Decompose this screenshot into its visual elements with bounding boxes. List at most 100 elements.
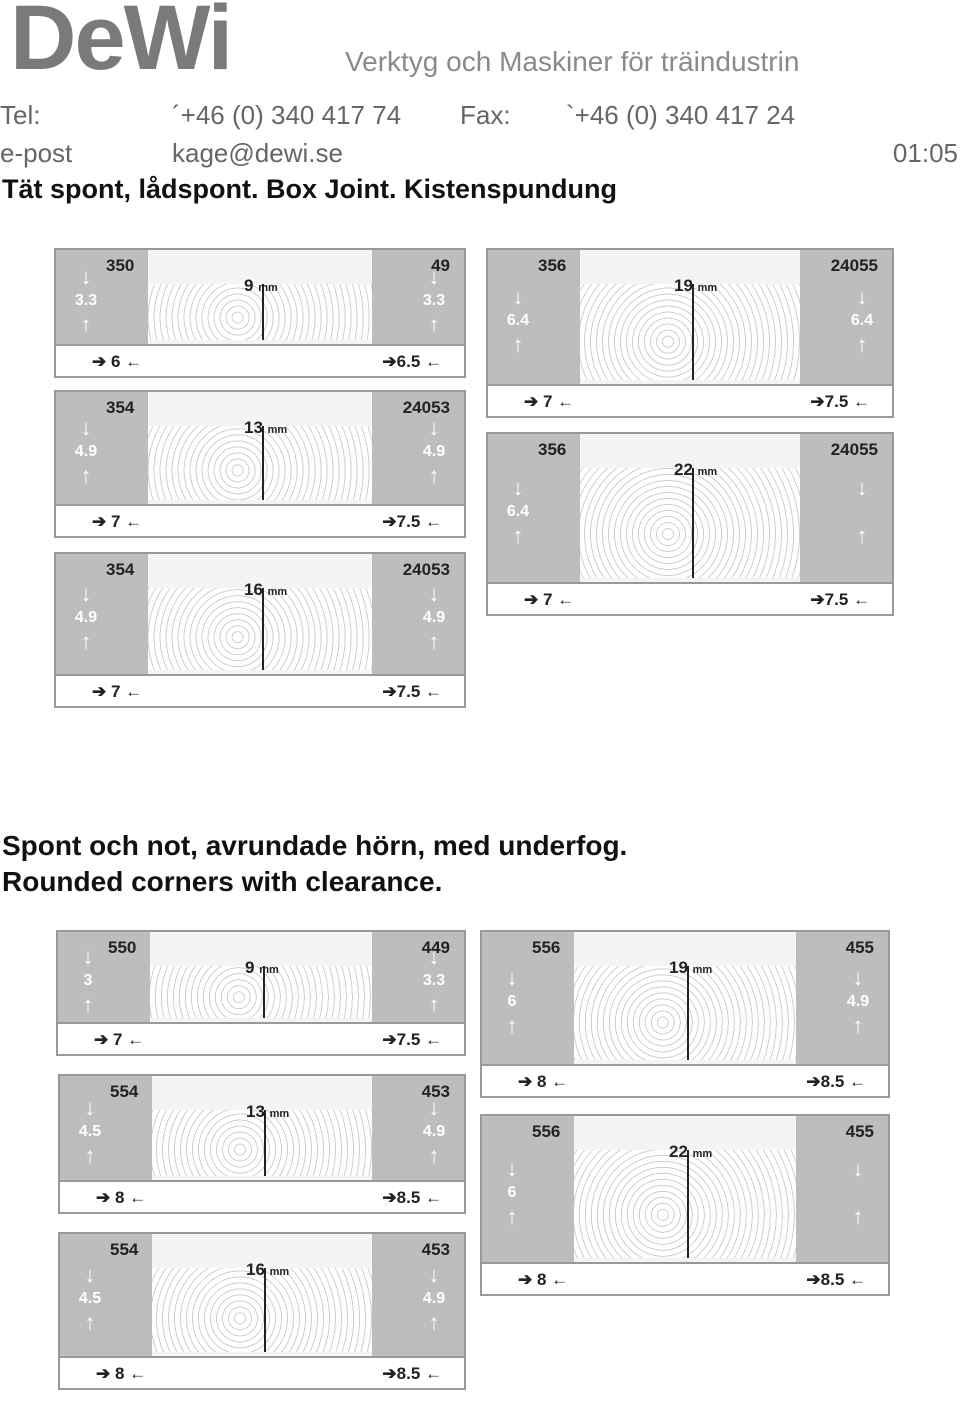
depth-right-label: 4.9 <box>422 443 446 460</box>
section1-title: Tät spont, lådspont. Box Joint. Kistensp… <box>2 174 617 204</box>
unit-label: mm <box>267 586 288 598</box>
tel-label: Tel: <box>0 100 41 130</box>
tool-code-right: 24055 <box>830 440 878 459</box>
depth-right-label: 4.9 <box>422 609 446 626</box>
unit-label: mm <box>259 964 279 976</box>
board-thickness-label: 16 mm <box>246 1260 290 1279</box>
width-right-label: ➔7.5 ← <box>810 392 870 411</box>
tel-value: ´+46 (0) 340 417 74 <box>172 100 402 130</box>
board-thickness-label: 16 mm <box>244 580 288 599</box>
page-code: 01:05 <box>892 138 958 168</box>
arrow-up-icon: ↑ <box>506 1013 518 1038</box>
dimension-bar <box>488 582 892 614</box>
arrow-down-icon: ↓ <box>852 1156 864 1181</box>
dimension-bar <box>482 1262 888 1294</box>
width-right-label: ➔8.5 ← <box>382 1364 442 1383</box>
arrow-down-icon: ↓ <box>512 475 524 500</box>
depth-left-label: 6.4 <box>506 503 530 520</box>
tool-code-right: 24055 <box>830 256 878 275</box>
arrow-up-icon: ↑ <box>428 1143 440 1168</box>
tongue-groove-joint-line <box>687 1150 689 1258</box>
dimension-bar <box>56 344 464 376</box>
wood-grain-board <box>574 1150 796 1258</box>
tool-code-left: 554 <box>110 1082 139 1101</box>
email-link[interactable]: kage@dewi.se <box>172 138 343 168</box>
tool-code-right: 453 <box>421 1082 450 1101</box>
unit-label: mm <box>269 1108 290 1120</box>
width-left-label: ➔ 7 ← <box>94 1030 145 1049</box>
dimension-bar <box>58 1022 464 1054</box>
tongue-groove-joint-line <box>263 966 265 1018</box>
depth-right-label: 3.3 <box>422 972 446 989</box>
depth-right-label: 4.9 <box>422 1290 446 1307</box>
arrow-up-icon: ↑ <box>82 992 94 1017</box>
arrow-up-icon: ↑ <box>428 312 440 337</box>
arrow-down-icon: ↓ <box>428 264 440 289</box>
tool-code-right: 24053 <box>402 398 450 417</box>
unit-label: mm <box>269 1266 290 1278</box>
width-left-label: ➔ 7 ← <box>92 682 143 701</box>
arrow-up-icon: ↑ <box>512 523 524 548</box>
arrow-down-icon: ↓ <box>82 944 94 969</box>
depth-left-label: 3 <box>83 972 93 989</box>
depth-left-label: 6 <box>507 993 517 1010</box>
tongue-groove-joint-line <box>692 284 694 380</box>
width-right-label: ➔8.5 ← <box>806 1072 866 1091</box>
wood-grain-board <box>152 1110 372 1176</box>
arrow-down-icon: ↓ <box>428 1262 440 1287</box>
arrow-down-icon: ↓ <box>84 1095 96 1120</box>
board-thickness-label: 19 mm <box>674 276 718 295</box>
width-left-label: ➔ 6 ← <box>92 352 143 371</box>
arrow-up-icon: ↑ <box>506 1204 518 1229</box>
depth-left-label: 4.5 <box>78 1123 102 1140</box>
wood-grain-board <box>148 426 372 500</box>
unit-label: mm <box>697 282 718 294</box>
arrow-down-icon: ↓ <box>856 475 868 500</box>
arrow-down-icon: ↓ <box>428 944 440 969</box>
company-tagline: Verktyg och Maskiner för träindustrin <box>345 46 800 77</box>
depth-left-label: 6.4 <box>506 312 530 329</box>
arrow-down-icon: ↓ <box>852 965 864 990</box>
tongue-groove-joint-line <box>687 966 689 1060</box>
width-right-label: ➔8.5 ← <box>806 1270 866 1289</box>
width-left-label: ➔ 8 ← <box>96 1364 147 1383</box>
arrow-up-icon: ↑ <box>428 629 440 654</box>
wood-grain-board <box>574 966 796 1060</box>
tool-code-right: 455 <box>845 938 874 957</box>
width-right-label: ➔7.5 ← <box>382 512 442 531</box>
tool-code-left: 356 <box>538 440 567 459</box>
wood-grain-board <box>580 468 800 578</box>
arrow-down-icon: ↓ <box>512 284 524 309</box>
board-thickness-label: 13 mm <box>244 418 288 437</box>
width-right-label: ➔6.5 ← <box>382 352 442 371</box>
tool-code-right: 453 <box>421 1240 450 1259</box>
tongue-groove-joint-line <box>262 426 264 500</box>
tongue-groove-joint-line <box>692 468 694 578</box>
depth-left-label: 6 <box>507 1184 517 1201</box>
tool-code-right: 455 <box>845 1122 874 1141</box>
width-left-label: ➔ 7 ← <box>524 392 575 411</box>
unit-label: mm <box>267 424 288 436</box>
depth-right-label: 3.3 <box>422 292 446 309</box>
unit-label: mm <box>697 466 718 478</box>
unit-label: mm <box>692 964 713 976</box>
dimension-bar <box>482 1064 888 1096</box>
section2-title-line1: Spont och not, avrundade hörn, med under… <box>2 830 628 861</box>
fax-label: Fax: <box>460 100 511 130</box>
depth-left-label: 4.9 <box>74 443 98 460</box>
depth-right-label: 6.4 <box>850 312 874 329</box>
arrow-up-icon: ↑ <box>428 1310 440 1335</box>
arrow-up-icon: ↑ <box>852 1204 864 1229</box>
arrow-up-icon: ↑ <box>80 312 92 337</box>
arrow-down-icon: ↓ <box>428 415 440 440</box>
arrow-down-icon: ↓ <box>84 1262 96 1287</box>
board-thickness-label: 9 mm <box>244 276 278 295</box>
depth-right-label: 4.9 <box>846 993 870 1010</box>
width-right-label: ➔7.5 ← <box>810 590 870 609</box>
wood-grain-board <box>148 284 372 340</box>
